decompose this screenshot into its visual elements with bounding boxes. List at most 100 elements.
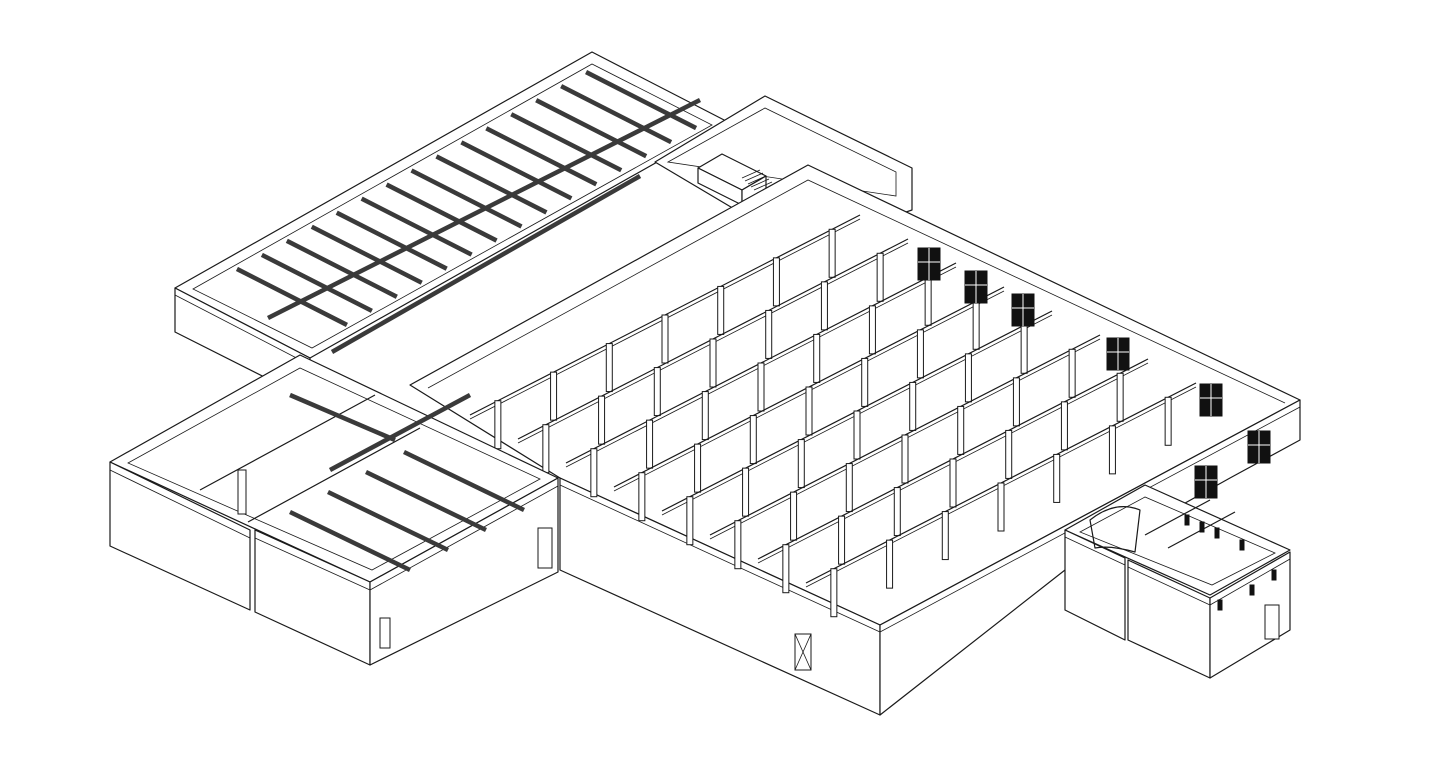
- hall-column: [901, 434, 909, 484]
- annex-steel-beam: [403, 449, 525, 513]
- annex-roof-steel-beams: [289, 392, 525, 573]
- hall-column: [893, 487, 901, 537]
- steel-beam: [410, 168, 523, 229]
- hall-column: [1164, 396, 1172, 446]
- hall-column: [838, 515, 846, 565]
- front-right-annex-right-face: [1209, 551, 1291, 679]
- steel-beam: [310, 224, 423, 285]
- steel-beam: [235, 266, 348, 327]
- steel-beam: [510, 112, 623, 173]
- hall-column: [797, 439, 805, 489]
- hall-column: [1005, 429, 1013, 479]
- hall-column: [646, 419, 654, 469]
- stair-tread: [741, 169, 761, 179]
- hall-column: [845, 463, 853, 513]
- hall-column: [638, 472, 646, 522]
- hall-column: [1060, 401, 1068, 451]
- hall-column: [924, 276, 932, 326]
- steel-beam: [285, 238, 398, 299]
- main-hall: [409, 164, 1301, 716]
- hall-column: [1116, 372, 1124, 422]
- annex-steel-girder: [289, 392, 396, 443]
- hall-column: [749, 415, 757, 465]
- hall-column: [709, 338, 717, 388]
- hall-column: [605, 343, 613, 393]
- steel-beam: [385, 182, 498, 243]
- steel-girder: [330, 174, 642, 354]
- rear-roof-steel-grid: [235, 70, 702, 354]
- annex-steel-girder: [328, 393, 472, 472]
- steel-beam: [585, 70, 698, 131]
- hall-column: [772, 257, 780, 307]
- hall-column: [598, 395, 606, 445]
- steel-girder: [266, 97, 702, 321]
- stair-tread: [747, 175, 767, 185]
- hall-column: [830, 568, 838, 618]
- hall-column: [765, 309, 773, 359]
- steel-beam: [360, 196, 473, 257]
- hall-column: [828, 228, 836, 278]
- steel-beam: [435, 154, 548, 215]
- stair-tread: [753, 181, 773, 191]
- hall-column: [694, 443, 702, 493]
- steel-beam: [535, 98, 648, 159]
- arched-windows: [917, 247, 1271, 499]
- rear-wing-inner-edge: [192, 63, 713, 349]
- hall-column: [1053, 453, 1061, 503]
- hall-column: [734, 520, 742, 570]
- annex-steel-beam: [289, 509, 411, 573]
- hall-column: [805, 386, 813, 436]
- annex-steel-beam: [327, 489, 449, 553]
- hall-column: [868, 305, 876, 355]
- hall-column: [790, 491, 798, 541]
- steel-beam: [460, 140, 573, 201]
- hall-column: [661, 314, 669, 364]
- hall-column: [861, 357, 869, 407]
- stair-tread: [750, 178, 770, 188]
- hall-column: [916, 329, 924, 379]
- hall-column: [494, 400, 502, 450]
- hall-column: [957, 405, 965, 455]
- front-right-annex: [1064, 484, 1291, 679]
- hall-column: [782, 544, 790, 594]
- annex-steel-beam: [365, 469, 487, 533]
- steel-beam: [560, 84, 673, 145]
- hall-column: [813, 333, 821, 383]
- hall-column: [972, 300, 980, 350]
- hall-column: [590, 448, 598, 498]
- steel-beam: [335, 210, 448, 271]
- hall-column: [742, 467, 750, 517]
- stair-tread: [744, 172, 764, 182]
- front-right-annex-left-face: [1064, 529, 1126, 641]
- hall-column: [701, 391, 709, 441]
- hall-column: [1068, 348, 1076, 398]
- spiral-stair-icon: [1089, 506, 1141, 553]
- hall-column: [853, 410, 861, 460]
- hall-column: [686, 496, 694, 546]
- hall-column: [550, 371, 558, 421]
- left-annex-side-face: [369, 477, 559, 666]
- steel-beam: [485, 126, 598, 187]
- hall-column: [653, 367, 661, 417]
- hall-column: [717, 285, 725, 335]
- front-right-annex-top: [1064, 484, 1291, 596]
- hall-column: [909, 381, 917, 431]
- hall-column: [1020, 324, 1028, 374]
- hall-column: [757, 362, 765, 412]
- hall-column: [997, 482, 1005, 532]
- left-annex: [109, 354, 559, 666]
- hall-column: [820, 281, 828, 331]
- steel-beam: [260, 252, 373, 313]
- hall-column: [886, 539, 894, 589]
- column-grid: [469, 214, 1197, 618]
- rear-wing: [174, 51, 729, 401]
- hall-column: [941, 511, 949, 561]
- hall-column: [876, 252, 884, 302]
- hall-column: [542, 424, 550, 474]
- hall-column: [1012, 377, 1020, 427]
- hall-column: [949, 458, 957, 508]
- hall-column: [1108, 425, 1116, 475]
- left-annex-front-face: [109, 461, 251, 611]
